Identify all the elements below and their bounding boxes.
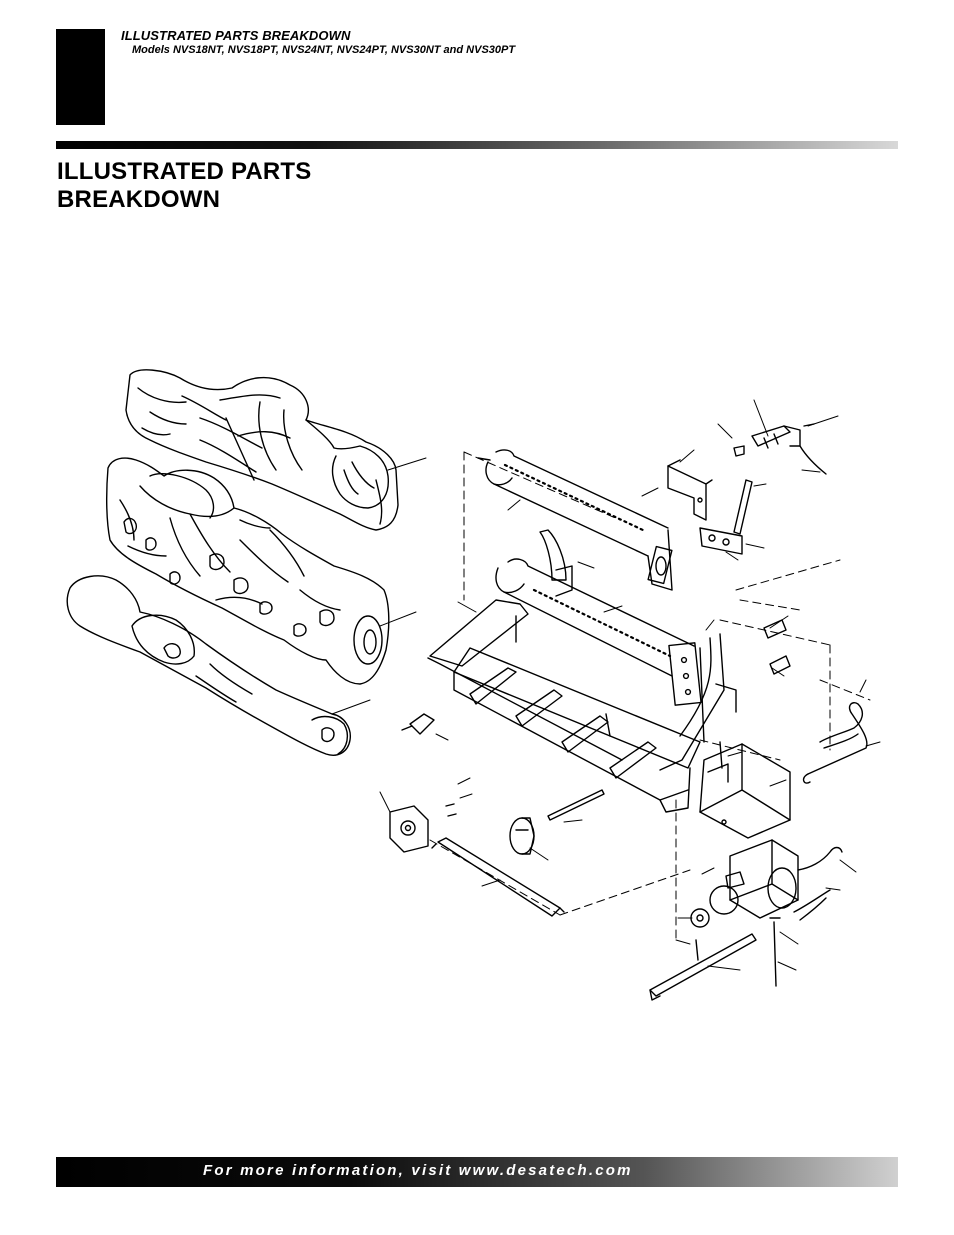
page-title-line2: BREAKDOWN [57,186,221,213]
control-knob [509,817,535,855]
lower-burner-tube [495,558,702,706]
footer-bar [56,1157,898,1187]
burner-base-pan [453,615,737,813]
valve-bracket [699,741,791,839]
header-rule [56,141,898,149]
section-tab-marker [56,29,105,125]
header-models: Models NVS18NT, NVS18PT, NVS24NT, NVS24P… [132,44,516,56]
part-leaders [379,399,881,971]
pilot-tubing [802,702,868,784]
pilot-shield [699,479,753,555]
header-section-title: ILLUSTRATED PARTS BREAKDOWN [121,28,351,43]
page-title: ILLUSTRATED PARTS BREAKDOWN [57,158,312,214]
gas-valve [709,839,843,921]
log-leaders [331,457,427,715]
flex-gas-line [431,837,565,917]
valve-screws [695,917,781,987]
valve-knob [690,908,710,928]
footer-prefix: For more information, visit [203,1162,459,1179]
dashed-assembly-outline [429,451,871,941]
ignitor-rod [547,789,605,821]
valve-support-bar [649,933,757,1001]
pilot-bracket [667,459,713,521]
page-title-line1: ILLUSTRATED PARTS [57,158,312,185]
pilot-assembly [733,423,827,475]
bottom-log [66,575,351,756]
middle-log [105,457,390,685]
footer-text: For more information, visit www.desatech… [203,1162,633,1179]
footer-url-link[interactable]: www.desatech.com [458,1162,633,1179]
top-log [125,369,399,531]
log-grate [427,529,725,779]
fittings [401,619,791,735]
upper-burner-tube [477,449,673,591]
ignitor-mount [389,803,457,853]
